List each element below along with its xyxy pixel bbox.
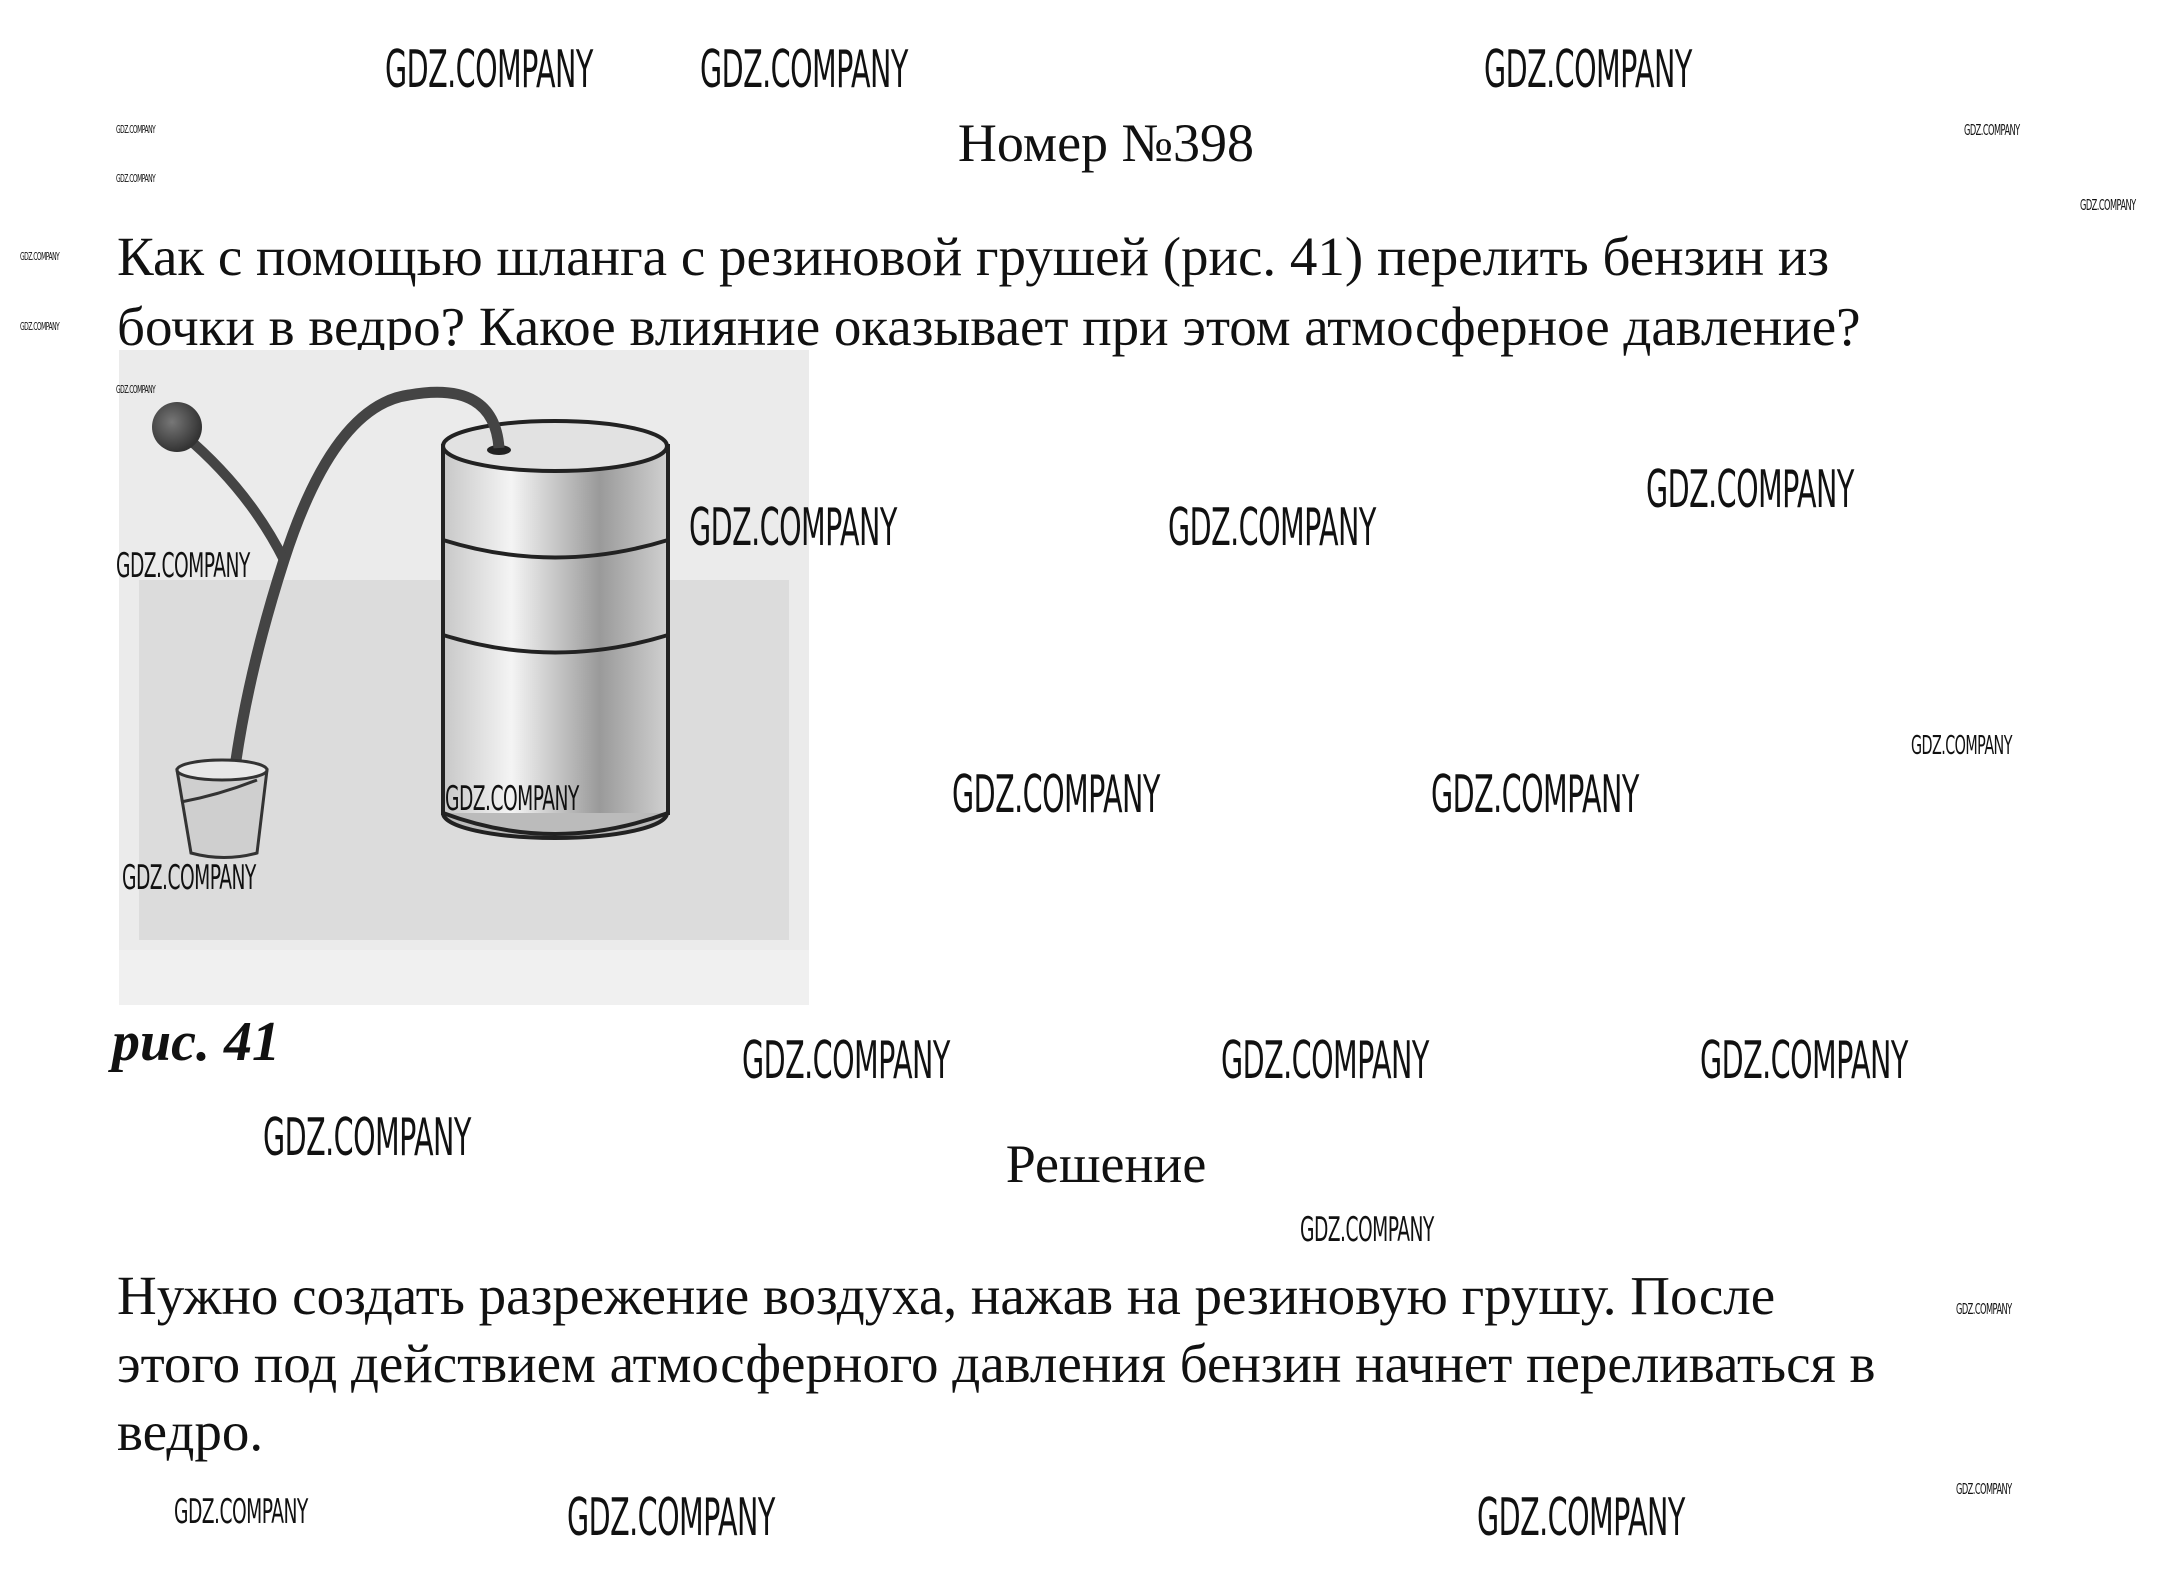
- watermark: GDZ.COMPANY: [567, 1488, 775, 1548]
- watermark: GDZ.COMPANY: [263, 1108, 471, 1168]
- solution-heading: Решение: [1005, 1134, 1207, 1194]
- solution-line: Нужно создать разрежение воздуха, нажав …: [117, 1265, 1776, 1326]
- page-title: Номер №398: [957, 113, 1255, 173]
- watermark: GDZ.COMPANY: [952, 765, 1160, 825]
- hose-icon: [223, 386, 505, 821]
- watermark: GDZ.COMPANY: [116, 172, 156, 185]
- watermark: GDZ.COMPANY: [2080, 196, 2136, 214]
- watermark: GDZ.COMPANY: [1911, 731, 2012, 761]
- watermark: GDZ.COMPANY: [385, 40, 593, 100]
- watermark: GDZ.COMPANY: [116, 123, 156, 136]
- watermark: GDZ.COMPANY: [1700, 1031, 1908, 1091]
- figure-caption: рис. 41: [112, 1011, 280, 1073]
- watermark: GDZ.COMPANY: [116, 546, 250, 586]
- question-text: Как с помощью шланга с резиновой грушей …: [117, 222, 1861, 362]
- solution-line: ведро.: [117, 1401, 264, 1462]
- watermark: GDZ.COMPANY: [1964, 121, 2020, 139]
- solution-text: Нужно создать разрежение воздуха, нажав …: [117, 1262, 1876, 1466]
- watermark: GDZ.COMPANY: [174, 1492, 308, 1532]
- figure-siphon-illustration: [119, 350, 809, 1005]
- watermark: GDZ.COMPANY: [20, 250, 60, 263]
- barrel-icon: [441, 419, 670, 840]
- watermark: GDZ.COMPANY: [116, 383, 156, 396]
- watermark: GDZ.COMPANY: [122, 858, 256, 898]
- bucket-icon: [175, 758, 269, 859]
- watermark: GDZ.COMPANY: [1484, 40, 1692, 100]
- rubber-bulb-icon: [152, 402, 202, 452]
- watermark: GDZ.COMPANY: [445, 779, 579, 819]
- watermark: GDZ.COMPANY: [1168, 498, 1376, 558]
- solution-line: этого под действием атмосферного давлени…: [117, 1333, 1876, 1394]
- watermark: GDZ.COMPANY: [1300, 1210, 1434, 1250]
- watermark: GDZ.COMPANY: [700, 40, 908, 100]
- question-line: Как с помощью шланга с резиновой грушей …: [117, 226, 1830, 287]
- watermark: GDZ.COMPANY: [20, 320, 60, 333]
- watermark: GDZ.COMPANY: [689, 498, 897, 558]
- watermark: GDZ.COMPANY: [1221, 1031, 1429, 1091]
- watermark: GDZ.COMPANY: [1477, 1488, 1685, 1548]
- watermark: GDZ.COMPANY: [1431, 765, 1639, 825]
- question-line: бочки в ведро? Какое влияние оказывает п…: [117, 296, 1861, 357]
- watermark: GDZ.COMPANY: [1646, 460, 1854, 520]
- watermark: GDZ.COMPANY: [1956, 1300, 2012, 1318]
- watermark: GDZ.COMPANY: [1956, 1480, 2012, 1498]
- barrel-bucket-hose-image: [119, 350, 809, 1005]
- watermark: GDZ.COMPANY: [742, 1031, 950, 1091]
